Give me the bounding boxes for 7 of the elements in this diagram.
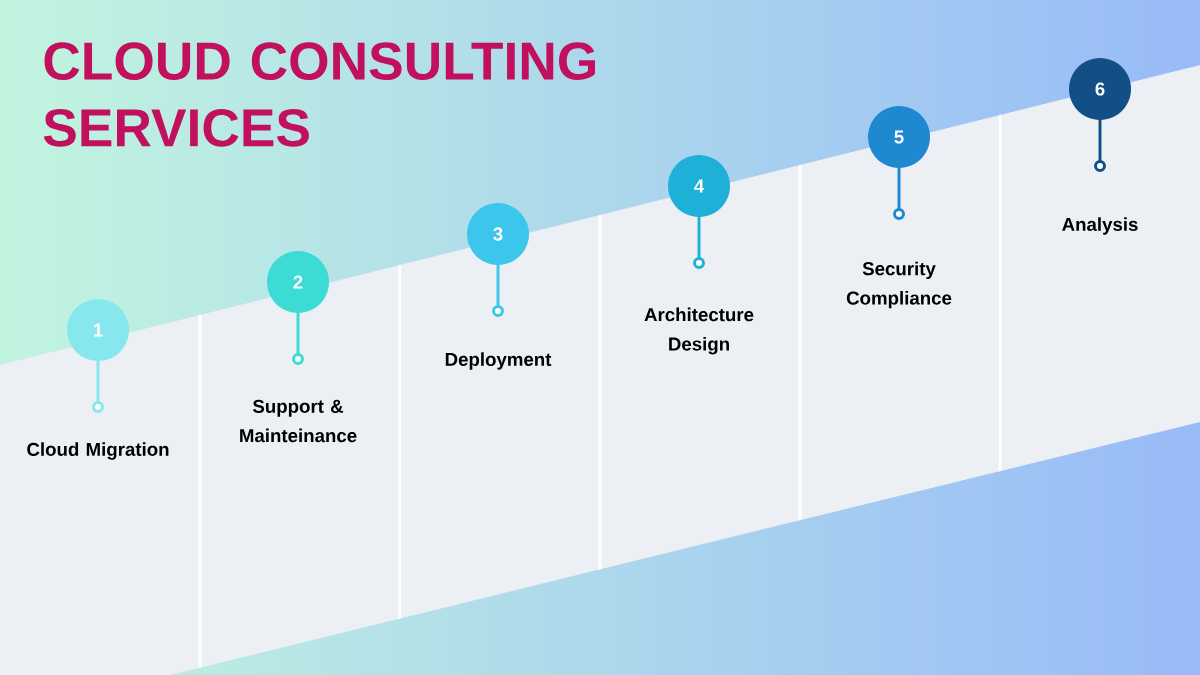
step-label: Deployment [445,352,552,370]
step-label: Security Compliance [846,261,952,309]
step-label: Architecture Design [644,307,754,355]
title: CLOUD CONSULTING SERVICES [43,42,595,147]
step-label: Analysis [1062,217,1138,235]
step-label: Support & Mainteinance [240,399,357,443]
step-label: Cloud Migration [27,442,169,460]
